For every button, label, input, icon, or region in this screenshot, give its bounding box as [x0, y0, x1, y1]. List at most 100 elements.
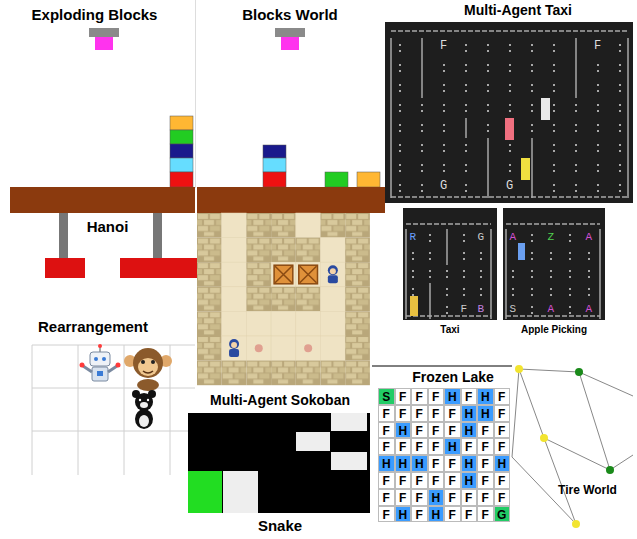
map-border [406, 223, 491, 225]
map-wall [405, 247, 407, 265]
map-colon [619, 104, 621, 106]
grid-cell: F [428, 422, 445, 439]
map-colon [429, 258, 431, 260]
sokoban-agent [330, 268, 336, 274]
map-colon [446, 294, 448, 296]
map-wall [531, 138, 533, 158]
map-colon [531, 70, 533, 72]
sokoban-wall [246, 361, 271, 386]
sokoban-wall [345, 262, 370, 287]
map-letter: S [510, 303, 517, 316]
map-colon [443, 124, 445, 126]
grid-cell: F [477, 455, 494, 472]
map-colon [588, 288, 590, 290]
map-colon [412, 294, 414, 296]
map-colon [619, 64, 621, 66]
grid-cell: F [444, 455, 461, 472]
separator [372, 366, 512, 367]
map-colon [429, 276, 431, 278]
map-colon [465, 90, 467, 92]
map-colon [465, 190, 467, 192]
panel-title: Multi-Agent Taxi [418, 2, 618, 18]
map-colon [509, 50, 511, 52]
grid-cell: F [411, 506, 428, 523]
map-letter: A [586, 231, 593, 244]
panel-title: Hanoi [70, 218, 145, 235]
grid-cell: F [428, 438, 445, 455]
map-colon [421, 150, 423, 152]
exploding-blocks-scene [10, 28, 195, 213]
map-colon [531, 84, 533, 86]
map-wall [599, 229, 601, 247]
grid-cell: H [461, 472, 478, 489]
map-colon [429, 240, 431, 242]
map-colon [446, 270, 448, 272]
sokoban-wall [246, 213, 271, 238]
taxi-agent [541, 98, 550, 120]
map-wall [429, 283, 431, 301]
map-colon [487, 124, 489, 126]
map-wall [490, 283, 492, 301]
map-colon [619, 130, 621, 132]
map-colon [597, 84, 599, 86]
map-letter: B [478, 303, 485, 316]
taxi-map-marks [390, 31, 629, 198]
map-colon [619, 124, 621, 126]
map-colon [421, 110, 423, 112]
grid-cell: F [494, 489, 511, 506]
map-colon [446, 276, 448, 278]
map-letter: A [510, 231, 517, 244]
map-colon [550, 288, 552, 290]
map-colon [597, 124, 599, 126]
sokoban-agent [328, 275, 338, 283]
sokoban-target [304, 344, 312, 352]
grid-cell: F [428, 455, 445, 472]
grid-cell: F [378, 422, 395, 439]
map-colon [412, 288, 414, 290]
grid-cell: F [378, 438, 395, 455]
map-colon [619, 144, 621, 146]
map-border [391, 196, 628, 198]
map-colon [443, 90, 445, 92]
bear-icon [132, 390, 156, 429]
sokoban-floor [222, 262, 247, 287]
map-colon [553, 64, 555, 66]
map-wall [575, 38, 577, 58]
sokoban-grid [197, 213, 370, 385]
map-colon [550, 270, 552, 272]
map-colon [531, 50, 533, 52]
map-colon [509, 110, 511, 112]
map-colon [421, 190, 423, 192]
map-colon [465, 150, 467, 152]
grid-cell: H [477, 405, 494, 422]
map-colon [531, 312, 533, 314]
robot-icon [80, 344, 121, 381]
sokoban-agent [229, 349, 239, 357]
sokoban-floor [222, 311, 247, 336]
grid-cell: F [461, 506, 478, 523]
map-letter: A [548, 303, 555, 316]
map-colon [463, 234, 465, 236]
grid-cell: F [411, 472, 428, 489]
taxi-map-panel [385, 22, 633, 203]
sokoban-floor [296, 213, 321, 238]
sokoban-wall [296, 238, 321, 263]
map-colon [463, 288, 465, 290]
map-colon [588, 252, 590, 254]
taxi-agent [410, 296, 418, 316]
sokoban-box [274, 265, 293, 284]
sokoban-wall [345, 238, 370, 263]
map-colon [465, 70, 467, 72]
sokoban-agent [328, 265, 338, 275]
map-colon [443, 164, 445, 166]
sokoban-floor [271, 311, 296, 336]
map-colon [399, 170, 401, 172]
map-colon [487, 44, 489, 46]
grid-cell: H [444, 388, 461, 405]
map-wall [487, 178, 489, 198]
map-letter: F [594, 40, 601, 54]
sokoban-floor [321, 238, 346, 263]
grid-cell: H [378, 455, 395, 472]
map-wall [465, 118, 467, 138]
grid-cell: H [395, 506, 412, 523]
